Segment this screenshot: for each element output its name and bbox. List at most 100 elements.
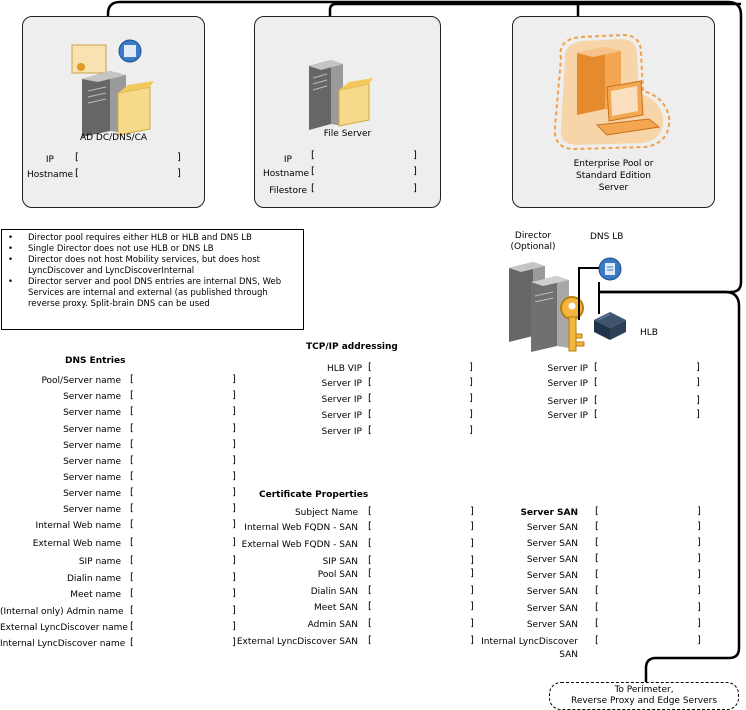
cert-left-1-field-open[interactable]: [ xyxy=(368,521,372,532)
cert-left-8-field-open[interactable]: [ xyxy=(368,635,372,646)
tcpip-left-0-field-close[interactable]: ] xyxy=(469,362,473,373)
cert-left-5-field-close[interactable]: ] xyxy=(470,585,474,596)
tcpip-right-0-field-close[interactable]: ] xyxy=(696,362,700,373)
tcpip-left-4-field-open[interactable]: [ xyxy=(368,425,372,436)
dns-entry-7-field-open[interactable]: [ xyxy=(130,487,134,498)
cert-left-6-field-close[interactable]: ] xyxy=(470,601,474,612)
cert-right-first-field-close[interactable]: ] xyxy=(697,506,701,517)
dns-entry-9-field-close[interactable]: ] xyxy=(232,519,236,530)
dns-entry-6-field-close[interactable]: ] xyxy=(232,471,236,482)
cert-right-last-field-close[interactable]: ] xyxy=(697,635,701,646)
dns-entry-15-field-open[interactable]: [ xyxy=(130,621,134,632)
tcpip-left-2-field-open[interactable]: [ xyxy=(368,393,372,404)
file-hostname-field-close[interactable]: ] xyxy=(413,166,417,177)
dns-entry-13-field-close[interactable]: ] xyxy=(232,588,236,599)
dns-entry-8-field-close[interactable]: ] xyxy=(232,503,236,514)
dns-entry-5-field-open[interactable]: [ xyxy=(130,455,134,466)
cert-right-0-field-open[interactable]: [ xyxy=(595,521,599,532)
dns-entry-0-field-open[interactable]: [ xyxy=(130,374,134,385)
file-ip-field-open[interactable]: [ xyxy=(311,150,315,161)
cert-right-5-field-close[interactable]: ] xyxy=(697,602,701,613)
cert-left-3-field-open[interactable]: [ xyxy=(368,555,372,566)
cert-right-2-field-close[interactable]: ] xyxy=(697,553,701,564)
dns-entry-8-field-open[interactable]: [ xyxy=(130,503,134,514)
cert-right-last-field-open[interactable]: [ xyxy=(595,635,599,646)
dns-entry-7-label: Server name xyxy=(63,489,121,499)
file-ip-field-close[interactable]: ] xyxy=(413,150,417,161)
tcpip-right-3-field-close[interactable]: ] xyxy=(696,409,700,420)
dns-entry-1-field-close[interactable]: ] xyxy=(232,390,236,401)
dns-entry-2-field-close[interactable]: ] xyxy=(232,406,236,417)
cert-right-2-field-open[interactable]: [ xyxy=(595,553,599,564)
cert-right-1-field-open[interactable]: [ xyxy=(595,537,599,548)
dns-entry-4-field-close[interactable]: ] xyxy=(232,439,236,450)
cert-right-3-field-open[interactable]: [ xyxy=(595,569,599,580)
dns-entry-12-field-open[interactable]: [ xyxy=(130,572,134,583)
cert-left-5-field-open[interactable]: [ xyxy=(368,585,372,596)
dns-entry-12-field-close[interactable]: ] xyxy=(232,572,236,583)
dns-entry-7-field-close[interactable]: ] xyxy=(232,487,236,498)
dns-entry-5-field-close[interactable]: ] xyxy=(232,455,236,466)
cert-right-first-field-open[interactable]: [ xyxy=(595,506,599,517)
cert-right-5-field-open[interactable]: [ xyxy=(595,602,599,613)
tcpip-right-2-field-close[interactable]: ] xyxy=(696,395,700,406)
dns-entry-3-field-close[interactable]: ] xyxy=(232,423,236,434)
tcpip-left-1-field-close[interactable]: ] xyxy=(469,377,473,388)
cert-left-4-field-open[interactable]: [ xyxy=(368,568,372,579)
dns-entry-4-field-open[interactable]: [ xyxy=(130,439,134,450)
tcpip-left-4-field-close[interactable]: ] xyxy=(469,425,473,436)
cert-left-7-field-open[interactable]: [ xyxy=(368,618,372,629)
cert-right-3-field-close[interactable]: ] xyxy=(697,569,701,580)
dns-entry-1-field-open[interactable]: [ xyxy=(130,390,134,401)
tcpip-right-1-field-open[interactable]: [ xyxy=(594,377,598,388)
dns-entry-0-field-close[interactable]: ] xyxy=(232,374,236,385)
tcpip-right-3-field-open[interactable]: [ xyxy=(594,409,598,420)
cert-left-0-field-close[interactable]: ] xyxy=(470,506,474,517)
tcpip-right-2-field-open[interactable]: [ xyxy=(594,395,598,406)
dns-entry-6-field-open[interactable]: [ xyxy=(130,471,134,482)
cert-left-0-field-open[interactable]: [ xyxy=(368,506,372,517)
dns-entry-13-field-open[interactable]: [ xyxy=(130,588,134,599)
cert-left-7-field-close[interactable]: ] xyxy=(470,618,474,629)
tcpip-left-3-field-close[interactable]: ] xyxy=(469,409,473,420)
dns-entry-11-field-close[interactable]: ] xyxy=(232,555,236,566)
ad-hostname-field-open[interactable]: [ xyxy=(75,168,79,179)
file-filestore-field-close[interactable]: ] xyxy=(413,183,417,194)
dns-entry-14-field-close[interactable]: ] xyxy=(232,605,236,616)
cert-right-1-field-close[interactable]: ] xyxy=(697,537,701,548)
file-filestore-field-open[interactable]: [ xyxy=(311,183,315,194)
dns-entry-10-field-open[interactable]: [ xyxy=(130,537,134,548)
cert-left-2-field-open[interactable]: [ xyxy=(368,538,372,549)
tcpip-left-3-field-open[interactable]: [ xyxy=(368,409,372,420)
cert-right-0-field-close[interactable]: ] xyxy=(697,521,701,532)
cert-left-8-field-close[interactable]: ] xyxy=(470,635,474,646)
tcpip-left-2-field-close[interactable]: ] xyxy=(469,393,473,404)
cert-right-4-field-close[interactable]: ] xyxy=(697,585,701,596)
dns-entry-15-label: External LyncDiscover name xyxy=(0,623,128,633)
cert-right-6-field-close[interactable]: ] xyxy=(697,618,701,629)
dns-entry-3-field-open[interactable]: [ xyxy=(130,423,134,434)
cert-left-3-field-close[interactable]: ] xyxy=(470,555,474,566)
ad-ip-field-open[interactable]: [ xyxy=(75,152,79,163)
dns-entry-16-field-close[interactable]: ] xyxy=(232,637,236,648)
dns-entry-10-field-close[interactable]: ] xyxy=(232,537,236,548)
cert-right-4-field-open[interactable]: [ xyxy=(595,585,599,596)
cert-left-4-field-close[interactable]: ] xyxy=(470,568,474,579)
dns-entry-11-field-open[interactable]: [ xyxy=(130,555,134,566)
dns-entry-16-field-open[interactable]: [ xyxy=(130,637,134,648)
ad-ip-field-close[interactable]: ] xyxy=(177,152,181,163)
file-hostname-field-open[interactable]: [ xyxy=(311,166,315,177)
tcpip-right-1-field-close[interactable]: ] xyxy=(696,377,700,388)
dns-entry-2-field-open[interactable]: [ xyxy=(130,406,134,417)
tcpip-left-1-field-open[interactable]: [ xyxy=(368,377,372,388)
dns-entry-9-field-open[interactable]: [ xyxy=(130,519,134,530)
cert-left-1-field-close[interactable]: ] xyxy=(470,521,474,532)
tcpip-left-0-field-open[interactable]: [ xyxy=(368,362,372,373)
cert-left-6-field-open[interactable]: [ xyxy=(368,601,372,612)
cert-right-6-field-open[interactable]: [ xyxy=(595,618,599,629)
cert-left-2-field-close[interactable]: ] xyxy=(470,538,474,549)
dns-entry-14-field-open[interactable]: [ xyxy=(130,605,134,616)
ad-hostname-field-close[interactable]: ] xyxy=(177,168,181,179)
tcpip-right-0-field-open[interactable]: [ xyxy=(594,362,598,373)
dns-entry-15-field-close[interactable]: ] xyxy=(232,621,236,632)
